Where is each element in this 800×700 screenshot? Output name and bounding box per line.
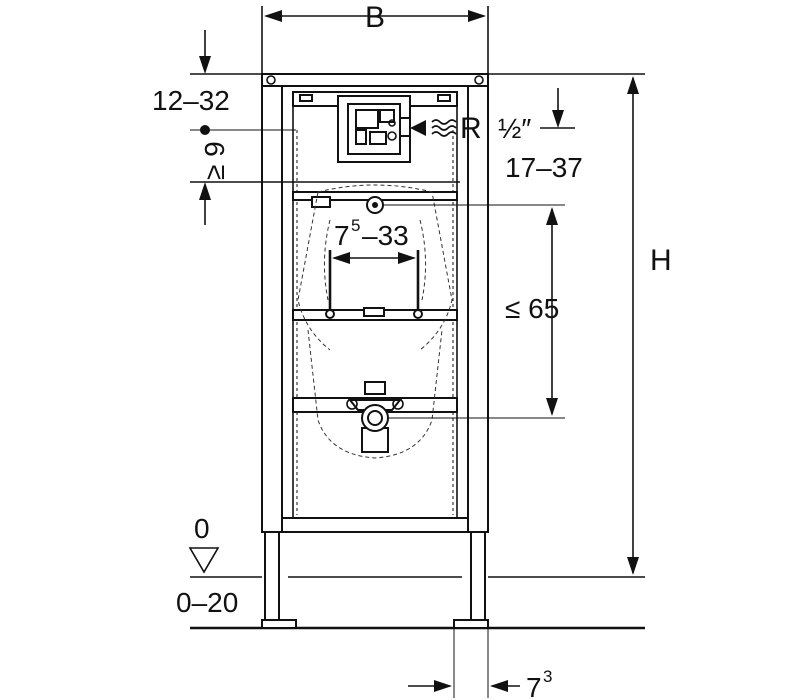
dimension-width [261, 6, 489, 74]
foot-sup-label: 3 [543, 667, 552, 686]
dimension-foot [408, 628, 520, 698]
connection-offset-label: 17–37 [505, 152, 583, 183]
drain-outlet [346, 381, 404, 453]
urinal-outline [297, 184, 453, 459]
floor-lines [190, 576, 645, 630]
dimension-floor [188, 547, 220, 574]
width-label: B [365, 1, 385, 34]
dimension-thread-offset [410, 88, 575, 137]
height-label: H [650, 244, 672, 277]
valve-box [337, 95, 411, 163]
spacing-sup-label: 5 [351, 216, 360, 235]
dimension-max-height [383, 204, 565, 419]
floor-range-label: 0–20 [176, 587, 238, 618]
dimension-bolt-spacing [332, 252, 416, 264]
min-clearance-label: ≥ 9 [199, 141, 230, 180]
top-offset-label: 12–32 [152, 85, 230, 116]
spacing-rest-label: –33 [362, 220, 409, 251]
water-inlet [366, 196, 384, 214]
max-height-label: ≤ 65 [505, 293, 559, 324]
foot-base-label: 7 [526, 672, 542, 700]
thread-prefix-label: R [460, 112, 482, 145]
fixing-bolts [325, 250, 423, 319]
floor-zero-label: 0 [194, 513, 210, 544]
thread-size-label: ½″ [498, 113, 531, 144]
spacing-base-label: 7 [334, 220, 350, 251]
dimension-left-offsets [190, 30, 460, 225]
dimension-height [488, 73, 645, 575]
